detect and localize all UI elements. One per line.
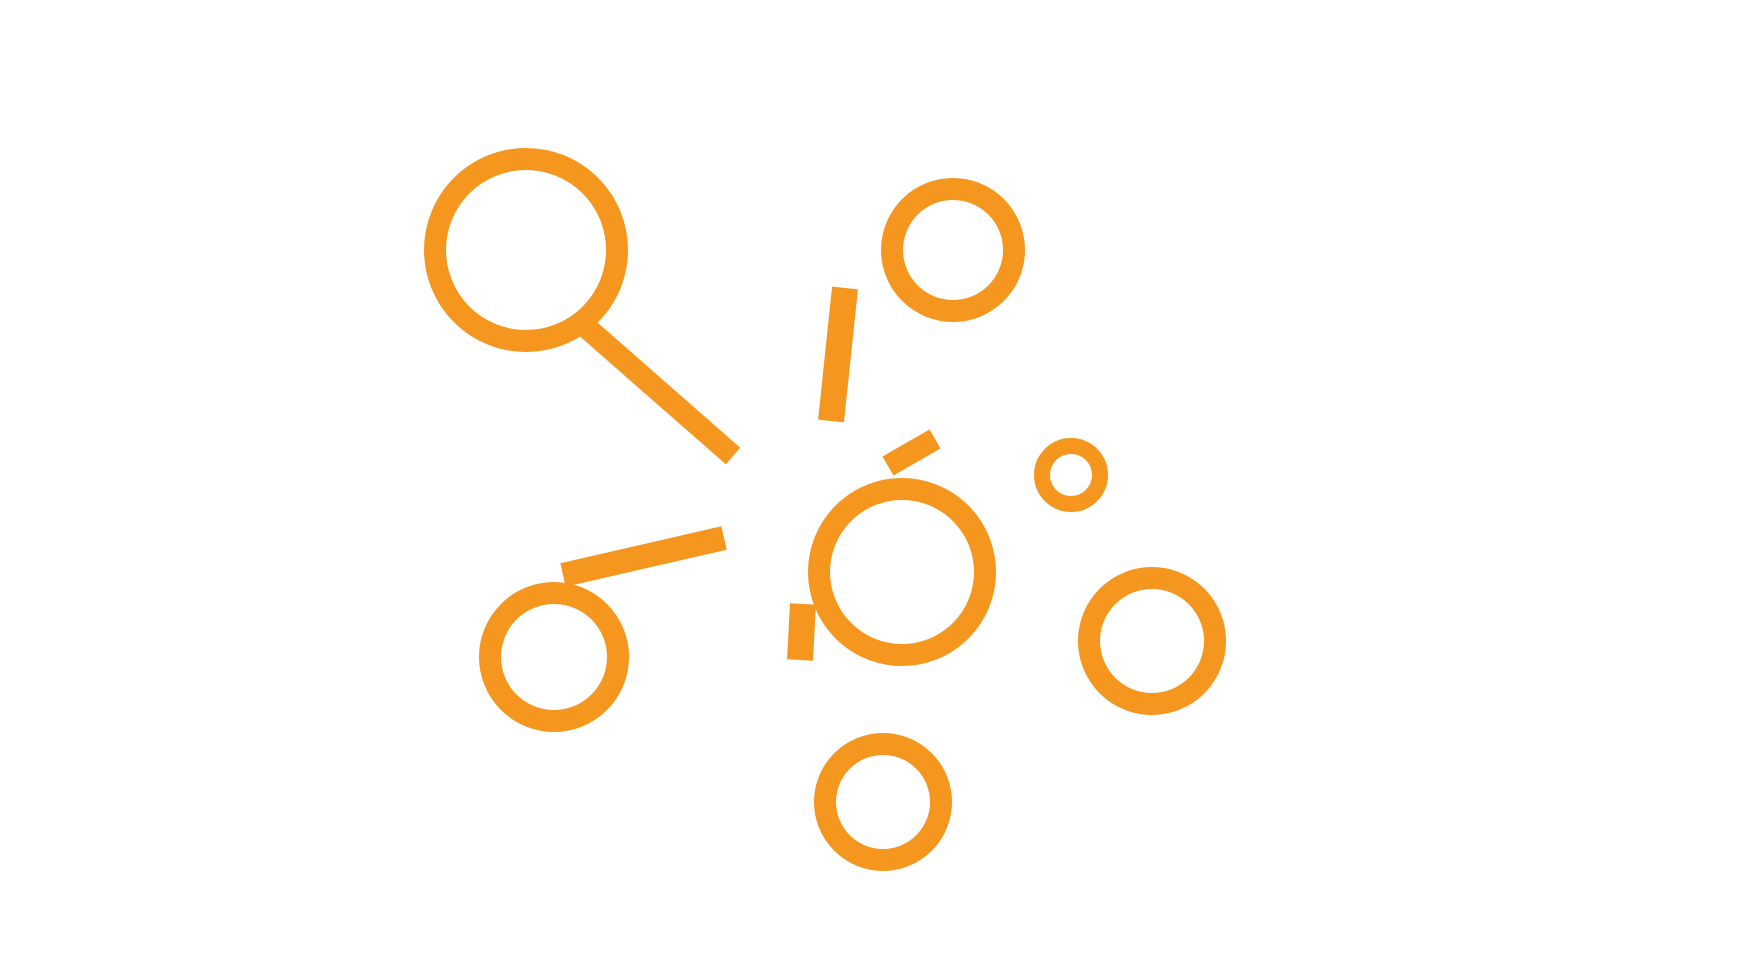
connector-bottom <box>787 603 816 661</box>
connector-small-right <box>882 429 941 476</box>
node-small-right <box>1034 438 1108 512</box>
node-top-left <box>424 148 628 352</box>
node-circles <box>424 148 1226 871</box>
connector-top <box>818 286 858 423</box>
connector-left <box>560 526 727 587</box>
node-hub <box>808 478 996 666</box>
node-right <box>1078 567 1226 715</box>
node-top <box>881 178 1025 322</box>
node-left <box>479 582 629 732</box>
node-bottom <box>814 733 952 871</box>
